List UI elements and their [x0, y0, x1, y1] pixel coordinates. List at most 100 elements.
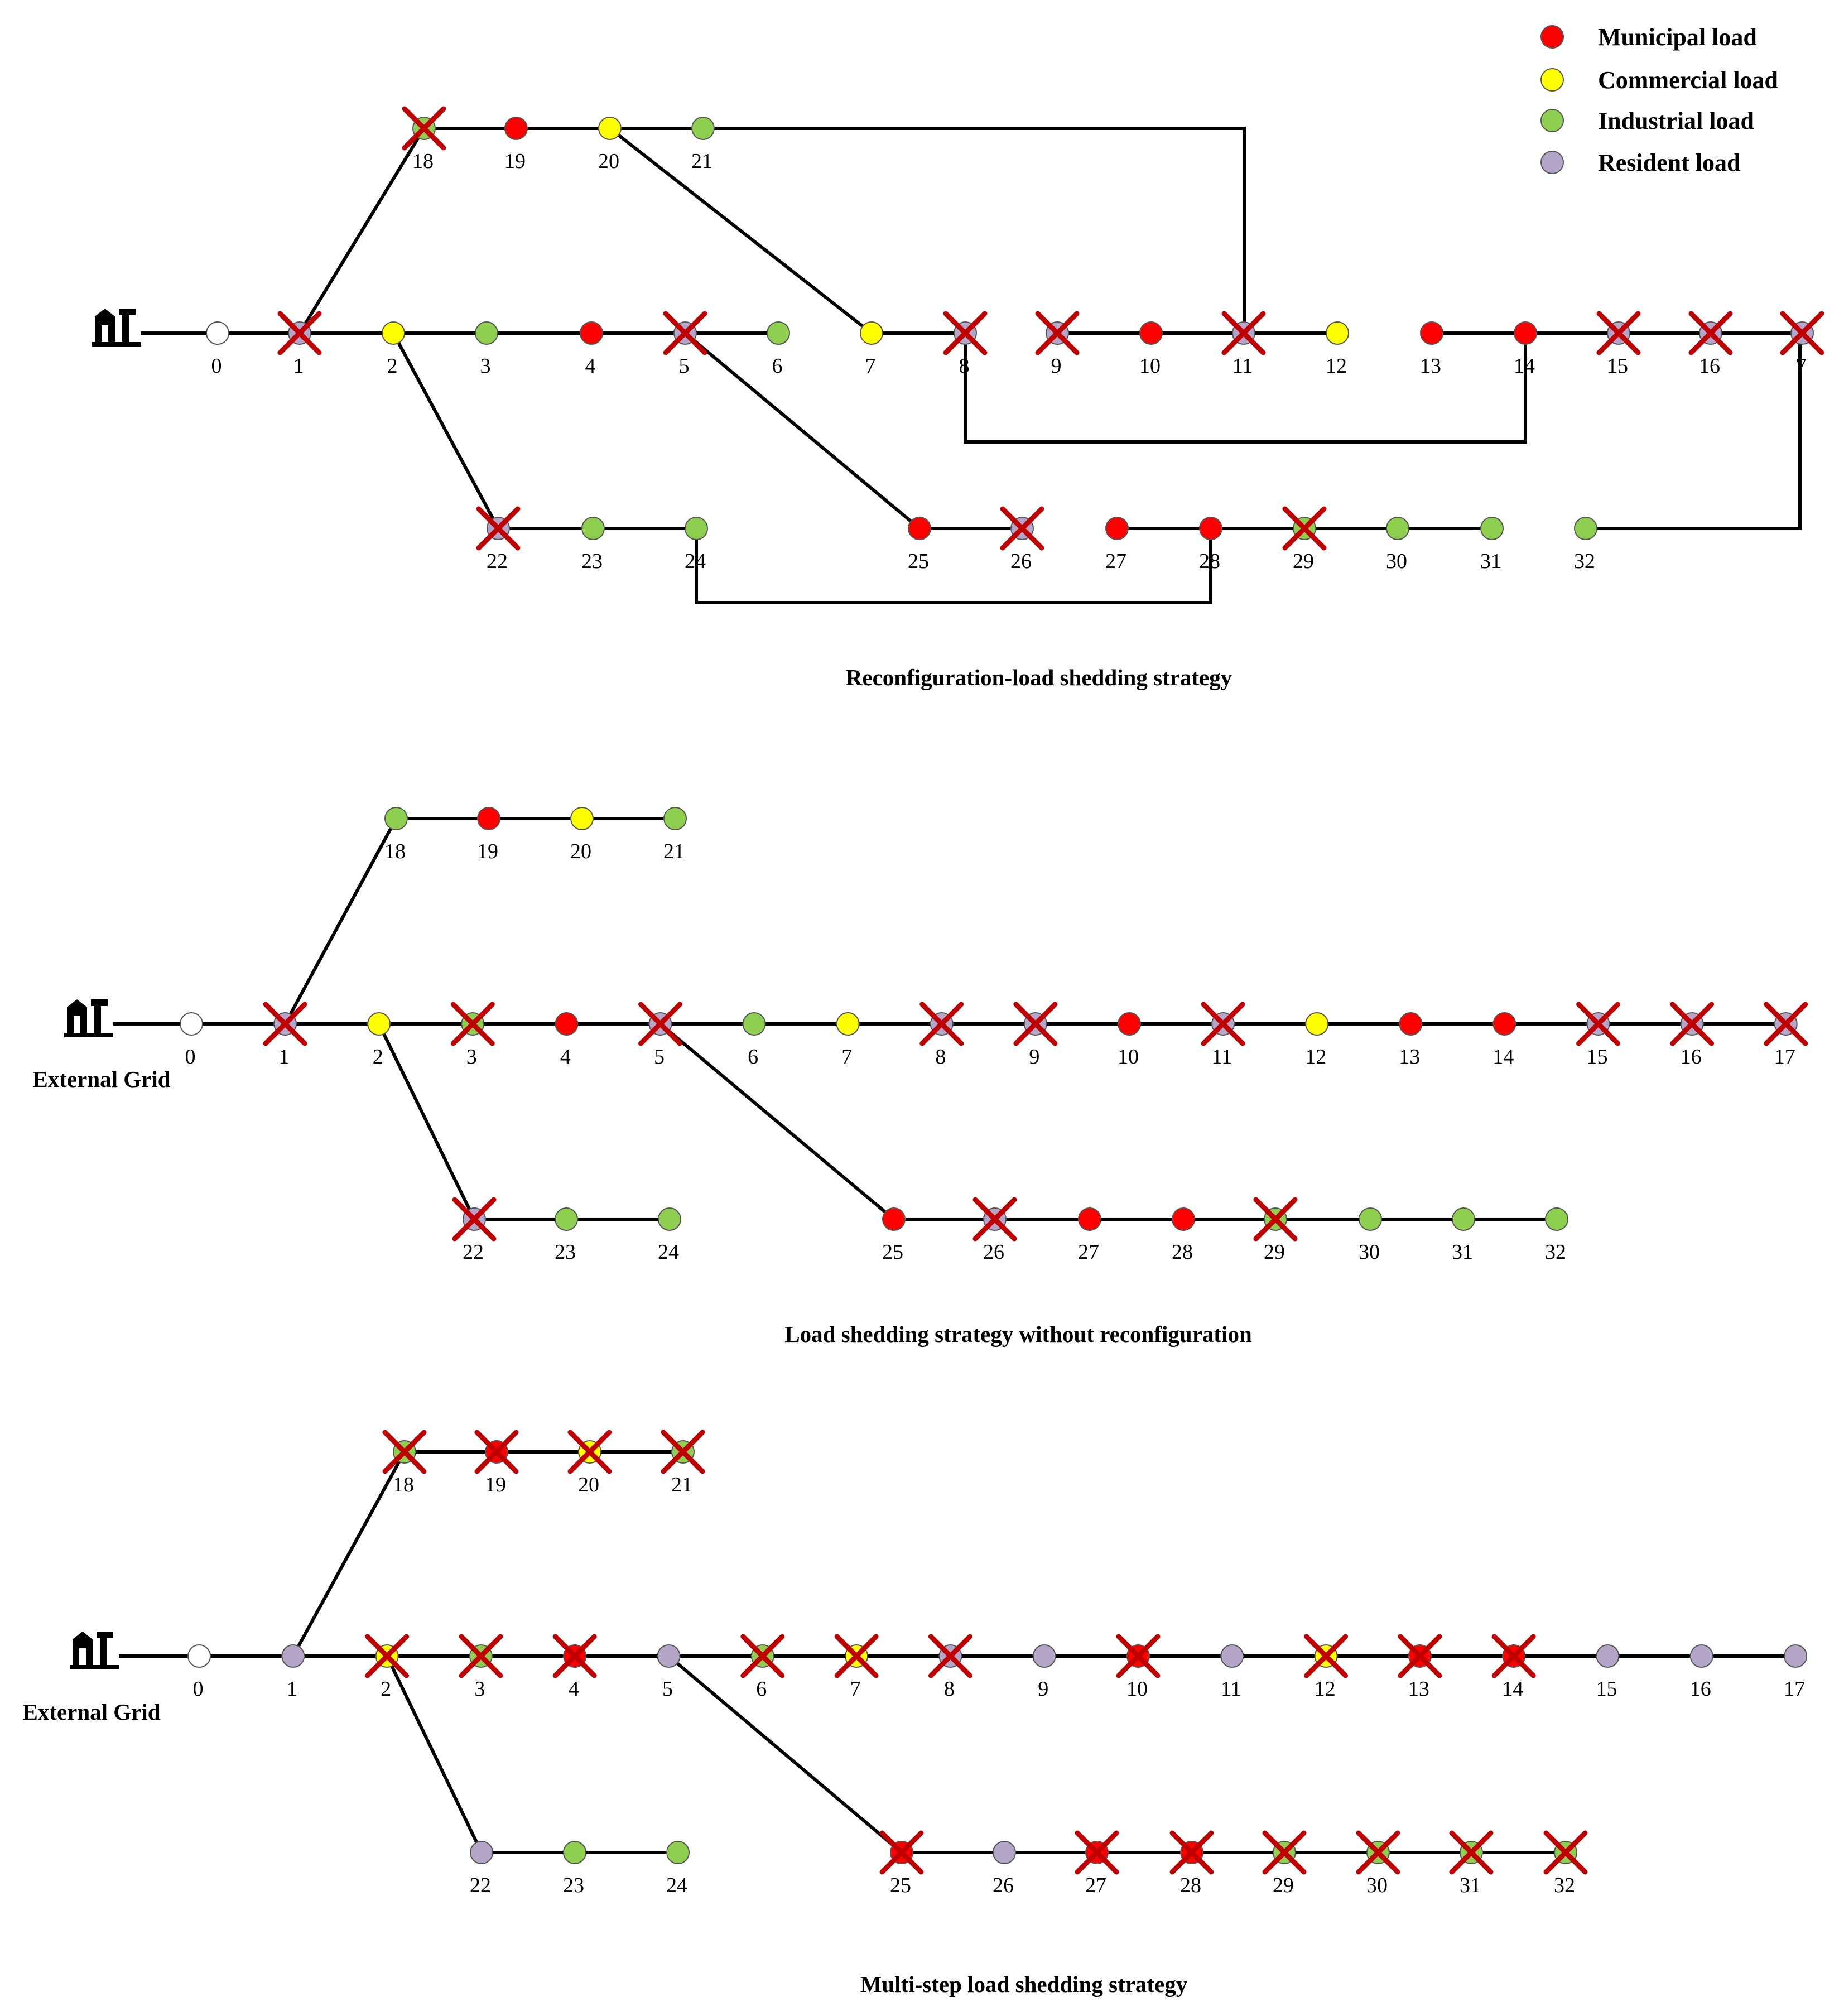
bus-marker — [1596, 1644, 1620, 1668]
shed-cross-icon — [1035, 311, 1080, 355]
bus-marker — [882, 1207, 906, 1231]
shed-cross-icon — [834, 1634, 879, 1678]
bus-label: 13 — [1408, 1677, 1429, 1701]
bus-node-23: 23 — [555, 1207, 578, 1264]
bus-label: 7 — [841, 1045, 852, 1069]
branch-line — [385, 1655, 483, 1854]
branch-lines — [199, 1450, 1796, 1854]
bus-node-28: 28 — [1172, 1207, 1195, 1264]
bus-node-20: 20 — [567, 1430, 612, 1497]
shed-cross-icon — [263, 1002, 307, 1046]
bus-marker — [1105, 517, 1129, 540]
branch-line — [377, 1023, 476, 1220]
bus-label: 22 — [470, 1874, 491, 1897]
bus-marker — [1420, 321, 1443, 345]
bus-node-4: 4 — [552, 1634, 597, 1701]
shed-cross-icon — [452, 1197, 497, 1242]
branch-line — [283, 817, 398, 1025]
branch-line — [667, 1654, 903, 1854]
bus-label: 29 — [1273, 1874, 1294, 1897]
bus-marker — [581, 517, 605, 540]
bus-label: 3 — [466, 1045, 477, 1069]
branch-line — [703, 127, 1246, 333]
shed-cross-icon — [1201, 1002, 1245, 1046]
bus-marker — [206, 321, 229, 345]
bus-marker — [658, 1207, 681, 1231]
bus-marker — [187, 1644, 211, 1668]
bus-label: 6 — [772, 354, 783, 378]
bus-node-30: 30 — [1356, 1830, 1400, 1897]
bus-label: 28 — [1180, 1874, 1201, 1897]
bus-label: 8 — [944, 1677, 955, 1701]
bus-label: 24 — [658, 1240, 679, 1264]
bus-node-17: 17 — [1764, 1002, 1808, 1069]
branch-line — [1586, 333, 1802, 530]
bus-node-22: 22 — [476, 506, 521, 573]
shed-cross-icon — [1282, 506, 1327, 551]
bus-label: 12 — [1305, 1045, 1326, 1069]
bus-label: 18 — [393, 1473, 414, 1497]
bus-node-1: 1 — [281, 1644, 305, 1701]
legend-label: Municipal load — [1598, 23, 1757, 51]
bus-node-15: 15 — [1596, 1644, 1620, 1701]
bus-label: 25 — [890, 1874, 911, 1897]
bus-node-3: 3 — [475, 321, 498, 378]
bus-label: 27 — [1085, 1874, 1106, 1897]
panel-title: Multi-step load shedding strategy — [860, 1971, 1188, 1997]
bus-node-5: 5 — [638, 1002, 682, 1069]
bus-node-18: 18 — [384, 807, 408, 863]
bus-label: 9 — [1038, 1677, 1048, 1701]
external-grid-icon — [70, 1632, 126, 1669]
bus-marker — [570, 807, 594, 830]
bus-label: 15 — [1607, 354, 1628, 378]
shed-cross-icon — [919, 1002, 964, 1046]
bus-label: 26 — [993, 1874, 1014, 1897]
bus-node-13: 13 — [1420, 321, 1443, 378]
bus-label: 12 — [1326, 354, 1347, 378]
bus-node-22: 22 — [470, 1841, 493, 1897]
shed-cross-icon — [1075, 1830, 1119, 1875]
bus-node-0: 0 — [180, 1012, 203, 1069]
bus-label: 25 — [882, 1240, 903, 1264]
bus-label: 7 — [865, 354, 876, 378]
bus-marker — [993, 1841, 1016, 1864]
bus-marker — [180, 1012, 203, 1036]
bus-node-8: 8 — [919, 1002, 964, 1069]
shed-cross-icon — [567, 1430, 612, 1474]
bus-node-32: 32 — [1574, 517, 1597, 573]
legend-marker-R — [1540, 151, 1564, 174]
bus-label: 10 — [1139, 354, 1161, 378]
bus-node-16: 16 — [1688, 311, 1733, 378]
bus-marker — [477, 807, 500, 830]
bus-node-21: 21 — [691, 117, 715, 173]
bus-marker — [685, 517, 708, 540]
bus-label: 32 — [1554, 1874, 1575, 1897]
bus-node-21: 21 — [663, 807, 687, 863]
bus-label: 2 — [373, 1045, 383, 1069]
bus-label: 19 — [504, 150, 526, 173]
shed-cross-icon — [402, 106, 446, 151]
bus-label: 31 — [1452, 1240, 1473, 1264]
bus-marker — [1172, 1207, 1195, 1231]
bus-node-14: 14 — [1492, 1012, 1516, 1069]
branch-line — [695, 528, 1212, 604]
bus-label: 25 — [908, 550, 929, 573]
bus-label: 9 — [1029, 1045, 1039, 1069]
bus-marker — [1078, 1207, 1101, 1231]
shed-cross-icon — [382, 1430, 427, 1474]
bus-marker — [666, 1841, 690, 1864]
bus-label: 21 — [671, 1473, 692, 1497]
bus-node-16: 16 — [1670, 1002, 1715, 1069]
bus-node-19: 19 — [474, 1430, 519, 1497]
bus-label: 31 — [1460, 1874, 1481, 1897]
bus-node-18: 18 — [382, 1430, 427, 1497]
bus-label: 18 — [412, 150, 434, 173]
bus-node-18: 18 — [402, 106, 446, 173]
bus-label: 9 — [1051, 354, 1062, 378]
bus-marker — [382, 321, 405, 345]
bus-node-27: 27 — [1078, 1207, 1101, 1264]
bus-node-6: 6 — [767, 321, 790, 378]
bus-label: 13 — [1420, 354, 1441, 378]
